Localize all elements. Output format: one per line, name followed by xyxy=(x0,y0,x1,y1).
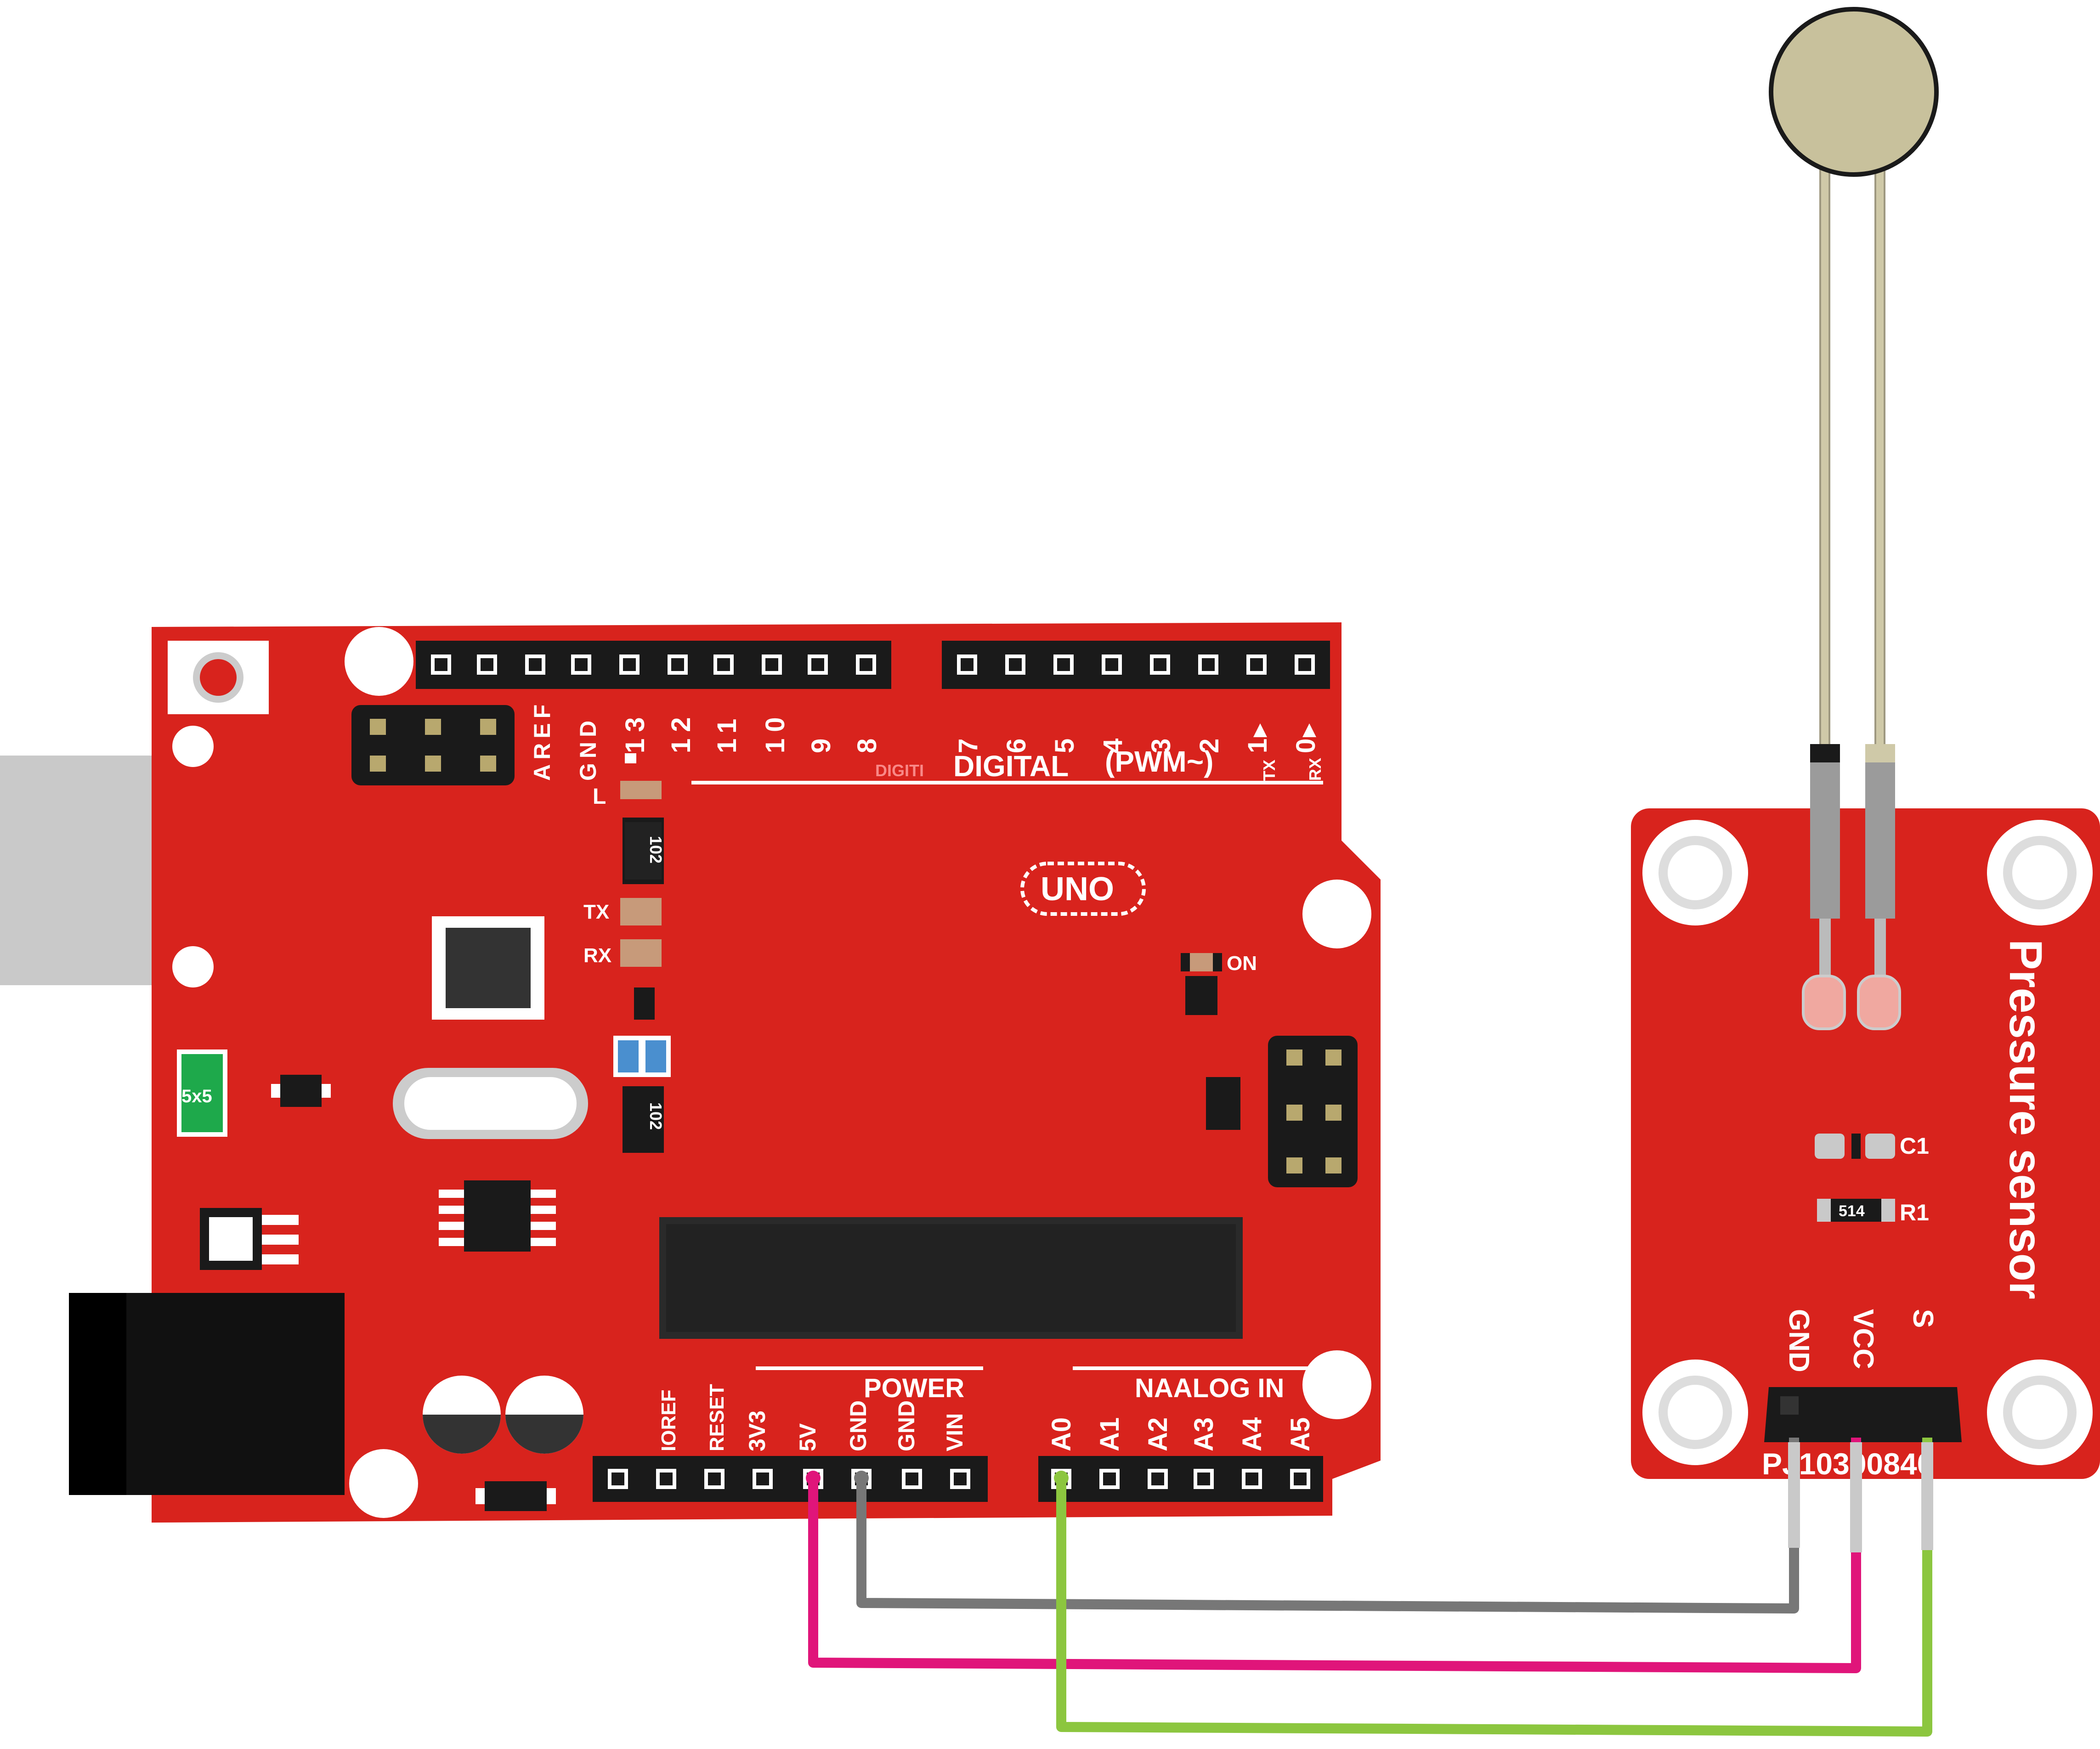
power-title: POWER xyxy=(864,1373,964,1403)
svg-text:5x5: 5x5 xyxy=(181,1086,212,1106)
svg-text:102: 102 xyxy=(646,1102,665,1130)
icsp-header-main xyxy=(1268,1036,1358,1187)
led-l-label: L xyxy=(593,784,606,809)
digital-pin-label: 2 xyxy=(1194,732,1224,753)
icsp-header-usb xyxy=(351,705,515,785)
digital-pin-label: 7 xyxy=(953,732,983,753)
power-pin-label: RESET xyxy=(706,1384,728,1451)
analog-title: NAALOG IN xyxy=(1135,1373,1284,1403)
reset-button[interactable] xyxy=(168,641,269,714)
svg-text:102: 102 xyxy=(646,836,665,863)
fuse: 5x5 xyxy=(177,1049,227,1137)
atmega-microcontroller xyxy=(659,1217,1243,1339)
power-pin-label: 3V3 xyxy=(744,1410,770,1451)
mounting-hole xyxy=(1302,1350,1371,1419)
mounting-hole xyxy=(345,627,413,696)
mounting-hole xyxy=(1987,1360,2093,1465)
digital-pin-label: 8 xyxy=(852,732,882,753)
power-pin-label: IOREF xyxy=(657,1390,680,1451)
digital-pin-label: AREF xyxy=(529,700,555,781)
digital-pin-label: 6 xyxy=(1002,732,1031,753)
analog-header xyxy=(1038,1456,1323,1502)
analog-pin-label: A0 xyxy=(1047,1417,1076,1451)
digital-pin-label: 3 xyxy=(1146,732,1176,753)
resistor-array: 102 xyxy=(623,818,665,884)
resistor-array: 102 xyxy=(623,1086,665,1153)
r1-label: R1 xyxy=(1900,1200,1929,1225)
usb-controller-chip xyxy=(432,916,544,1020)
pressure-sensor-module: C1 514 R1 Pressure sensor GND VCC S PJ1030… xyxy=(1631,7,2100,1481)
analog-pin-label: A5 xyxy=(1285,1417,1315,1451)
digital-pin-label: 5 xyxy=(1050,732,1080,753)
sensor-title: Pressure sensor xyxy=(2000,939,2051,1299)
digital-pin-label: 10 xyxy=(760,711,790,753)
sensor-lead-left xyxy=(1802,153,1846,1030)
svg-text:UNO: UNO xyxy=(1041,871,1114,908)
power-pin-label: GND xyxy=(894,1400,919,1451)
wire-connection-dot xyxy=(854,1471,869,1485)
analog-pin-label: A4 xyxy=(1237,1417,1267,1451)
rx-led-label: RX xyxy=(583,944,611,967)
voltage-regulator xyxy=(200,1208,299,1270)
mounting-hole xyxy=(1642,1360,1748,1465)
mounting-hole xyxy=(1642,820,1748,925)
rx-arrow-label: RX xyxy=(1306,758,1325,781)
digital-pin-label: 12 xyxy=(666,711,696,753)
mounting-hole xyxy=(1987,820,2093,925)
mounting-hole xyxy=(349,1449,418,1518)
c1-label: C1 xyxy=(1900,1133,1929,1159)
digital-title: DIGITAL xyxy=(953,750,1069,783)
power-pin-label: GND xyxy=(845,1400,871,1451)
capacitor xyxy=(423,1376,501,1454)
on-led-label: ON xyxy=(1227,952,1257,975)
sensor-pin-label: VCC xyxy=(1847,1309,1879,1369)
sensor-lead-right xyxy=(1857,153,1901,1030)
wire-connection-dot xyxy=(1054,1471,1069,1485)
analog-pin-label: A2 xyxy=(1143,1417,1173,1451)
tx-led-label: TX xyxy=(583,901,609,923)
analog-pin-label: A3 xyxy=(1189,1417,1219,1451)
wire-connection-dot xyxy=(806,1471,821,1485)
tx-arrow-label: TX xyxy=(1260,760,1279,781)
uno-logo: UNO xyxy=(1020,862,1146,916)
power-pin-label: VIN xyxy=(942,1413,968,1451)
digital-pin-label: 13 xyxy=(620,711,650,753)
analog-pin-label: A1 xyxy=(1095,1417,1125,1451)
sensor-pin-header xyxy=(1764,1387,1962,1442)
crystal-oscillator xyxy=(393,1068,588,1139)
digital-pin-label: 4 xyxy=(1098,732,1128,753)
part-number: PJ10300840 xyxy=(1762,1447,1934,1481)
mounting-hole xyxy=(1302,880,1371,948)
power-header xyxy=(593,1456,988,1502)
sensor-pin-label: GND xyxy=(1783,1309,1815,1372)
digital-pin-label: 11 xyxy=(712,712,742,753)
sensor-pin-label: S xyxy=(1907,1309,1939,1328)
pwm-title: (PWM~) xyxy=(1105,745,1213,778)
maker-mark: DIGITI xyxy=(875,761,924,780)
wires xyxy=(806,1438,1933,1737)
digital-pin-label: GND xyxy=(575,716,601,781)
op-amp-chip xyxy=(439,1180,556,1252)
digital-pin-label: 9 xyxy=(806,732,836,753)
digital-header-right xyxy=(942,641,1330,689)
power-pin-label: 5V xyxy=(795,1423,821,1451)
r1-code: 514 xyxy=(1839,1202,1865,1220)
capacitor xyxy=(505,1376,583,1454)
force-sensing-disc xyxy=(1769,7,1939,177)
